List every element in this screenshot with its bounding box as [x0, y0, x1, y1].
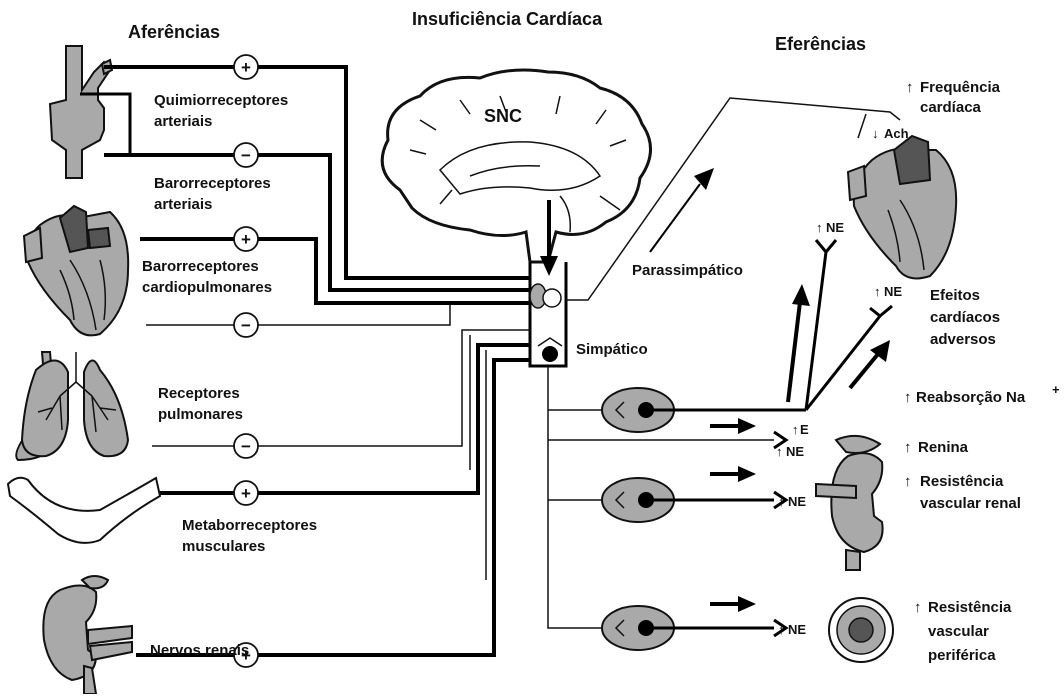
efferent-heading: Eferências [775, 34, 866, 54]
parasympathetic-label: Parassimpático [632, 262, 743, 279]
ne-vessel-arrow: ↑ [778, 622, 785, 637]
brain-illustration: SNC [382, 70, 650, 276]
hr-arrow: ↑ [906, 79, 914, 96]
periph-label-3: periférica [928, 647, 996, 664]
renin-label: Renina [918, 439, 969, 456]
metabo-label-2: musculares [182, 538, 265, 555]
na-arrow: ↑ [904, 389, 912, 406]
ne-heart-2-arrow: ↑ [874, 284, 881, 299]
arm-illustration [8, 478, 160, 543]
vessel-cross-section [829, 598, 893, 662]
kidney-left-illustration [43, 576, 132, 694]
adverse-label-1: Efeitos [930, 287, 980, 304]
cardio-sign-top: + [241, 230, 251, 249]
adverse-label-2: cardíacos [930, 309, 1000, 326]
ne-heart-2: NE [884, 284, 902, 299]
cns-nuclei [530, 262, 566, 366]
lungs-illustration [16, 352, 128, 460]
cardio-label-1: Barorreceptores [142, 258, 259, 275]
kidney-right-illustration [816, 436, 883, 570]
na-superscript: + [1052, 382, 1060, 397]
hr-label-2: cardíaca [920, 99, 982, 116]
renal-res-arrow: ↑ [904, 473, 912, 490]
transmitter-labels: ↑ NE ↑ NE ↑ E ↑ NE ↑ NE ↑ NE [776, 220, 902, 637]
renin-arrow: ↑ [904, 439, 912, 456]
metabo-sign: + [241, 484, 251, 503]
pulm-label-1: Receptores [158, 385, 240, 402]
na-reabsorption-label: Reabsorção Na [916, 389, 1026, 406]
periph-label-2: vascular [928, 623, 989, 640]
afferent-labels: Quimiorreceptores arteriais Barorrecepto… [142, 92, 317, 659]
ne-heart-1: NE [826, 220, 844, 235]
pulm-label-2: pulmonares [158, 406, 243, 423]
afferent-signs: + − + − − + + [234, 55, 258, 667]
adverse-label-3: adversos [930, 331, 996, 348]
ne-heart-1-arrow: ↑ [816, 220, 823, 235]
periph-label-1: Resistência [928, 599, 1012, 616]
ne-kidney-arrow: ↑ [778, 494, 785, 509]
periph-arrow: ↑ [914, 599, 922, 616]
ach-arrow: ↓ [872, 126, 879, 141]
cardio-label-2: cardiopulmonares [142, 279, 272, 296]
e-arrow: ↑ [792, 422, 799, 437]
chemo-label-1: Quimiorreceptores [154, 92, 288, 109]
ne-vessel: NE [788, 622, 806, 637]
ne-adrenal: NE [786, 444, 804, 459]
ne-adrenal-arrow: ↑ [776, 444, 783, 459]
aorta-illustration [50, 46, 112, 178]
e-label: E [800, 422, 809, 437]
cardio-sign-bottom: − [241, 316, 251, 335]
renal-res-label-1: Resistência [920, 473, 1004, 490]
renal-res-label-2: vascular renal [920, 495, 1021, 512]
baro-sign: − [241, 146, 251, 165]
renal-label: Nervos renais [150, 642, 249, 659]
metabo-label-1: Metaborreceptores [182, 517, 317, 534]
cns-label: SNC [484, 106, 522, 126]
ach-label: Ach [884, 126, 909, 141]
ne-kidney: NE [788, 494, 806, 509]
baro-label-1: Barorreceptores [154, 175, 271, 192]
heart-right-illustration [848, 136, 956, 278]
baro-label-2: arteriais [154, 196, 212, 213]
diagram-title: Insuficiência Cardíaca [412, 9, 603, 29]
pulm-sign: − [241, 437, 251, 456]
chemo-sign: + [241, 58, 251, 77]
sympathetic-label: Simpático [576, 341, 648, 358]
hr-label-1: Frequência [920, 79, 1001, 96]
afferent-heading: Aferências [128, 22, 220, 42]
heart-left-illustration [24, 206, 128, 335]
chemo-label-2: arteriais [154, 113, 212, 130]
